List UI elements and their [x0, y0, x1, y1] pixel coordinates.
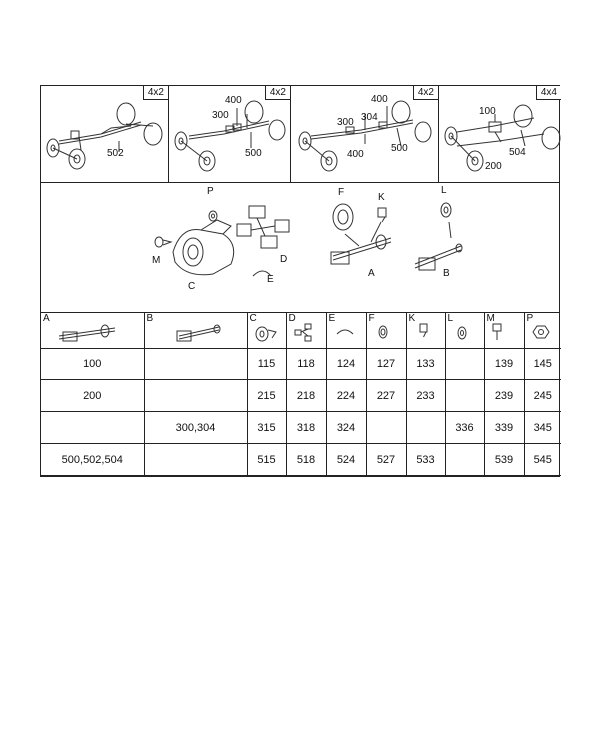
column-header-l: L	[444, 312, 485, 349]
nut-icon	[531, 325, 550, 339]
table-row	[41, 475, 561, 477]
callout-200: 200	[485, 161, 502, 172]
panel-3: 4x2 400 300 304 400 500	[291, 86, 439, 182]
parts-table: A B C D E F K	[41, 312, 561, 477]
panel-1: 4x2 502	[41, 86, 169, 182]
yoke-flange-icon	[255, 326, 277, 342]
callout-400-lower: 400	[347, 149, 364, 160]
label-b: B	[443, 268, 450, 279]
column-header-m: M	[483, 312, 525, 349]
callout-400: 400	[225, 95, 242, 106]
exploded-view: P M C D E F K A L B	[41, 182, 559, 313]
drivetrain-panels: 4x2 502 4x2	[41, 86, 561, 183]
callout-100: 100	[479, 106, 496, 117]
grease-plug-icon	[419, 323, 427, 338]
label-c: C	[188, 281, 196, 292]
drive-badge: 4x4	[535, 86, 561, 100]
axle-diagram-icon	[174, 100, 286, 172]
exploded-components-icon	[154, 202, 463, 277]
snap-ring-icon	[336, 329, 353, 335]
washer-icon	[457, 326, 466, 340]
drive-shaft-b-icon	[176, 324, 220, 342]
label-a: A	[368, 268, 375, 279]
column-header-a: A	[41, 312, 145, 349]
label-l: L	[441, 185, 447, 196]
axle-diagram-icon	[444, 104, 561, 172]
column-header-k: K	[405, 312, 446, 349]
drive-badge: 4x2	[412, 86, 438, 100]
callout-400-upper: 400	[371, 94, 388, 105]
label-e: E	[267, 274, 274, 285]
callout-300: 300	[212, 110, 229, 121]
callout-500: 500	[245, 148, 262, 159]
column-header-p: P	[523, 312, 561, 349]
label-d: D	[280, 254, 288, 265]
label-k: K	[378, 192, 385, 203]
panel-4: 4x4 100 504 200	[439, 86, 561, 182]
spider-icon	[294, 323, 311, 342]
column-header-f: F	[365, 312, 407, 349]
drive-shaft-a-icon	[58, 324, 116, 342]
callout-300: 300	[337, 117, 354, 128]
callout-304: 304	[361, 112, 378, 123]
drive-badge: 4x2	[264, 86, 290, 100]
parts-sheet: 4x2 502 4x2	[40, 85, 561, 477]
bolt-icon	[492, 323, 501, 341]
axle-diagram-icon	[46, 102, 163, 170]
column-header-e: E	[325, 312, 367, 349]
drive-badge: 4x2	[142, 86, 168, 100]
callout-504: 504	[509, 147, 526, 158]
callout-500: 500	[391, 143, 408, 154]
column-header-b: B	[143, 312, 248, 349]
label-m: M	[152, 255, 161, 266]
callout-502: 502	[107, 148, 124, 159]
panel-2: 4x2 400 300 500	[169, 86, 291, 182]
label-p: P	[207, 186, 214, 197]
table-header-row: A B C D E F K	[41, 312, 561, 349]
column-header-c: C	[246, 312, 287, 349]
seal-icon	[378, 325, 387, 339]
label-f: F	[338, 187, 345, 198]
axle-diagram-icon	[298, 100, 432, 172]
column-header-d: D	[285, 312, 327, 349]
